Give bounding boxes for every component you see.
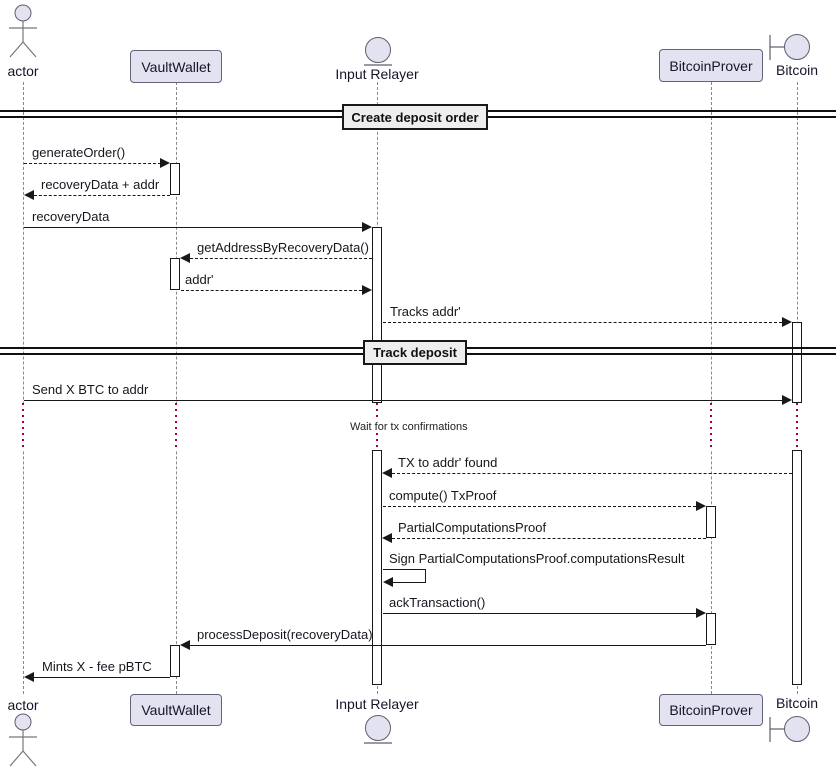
- entity-icon: [363, 36, 393, 67]
- participant-box-bitcoinprover: BitcoinProver: [659, 49, 763, 82]
- participant-label-bitcoinprover: BitcoinProver: [669, 57, 753, 74]
- message-arrow: [24, 163, 161, 164]
- message-arrow: [24, 400, 782, 401]
- activation-bar-vaultwallet: [170, 645, 180, 677]
- self-message-arrow: [425, 569, 426, 582]
- participant-label-bitcoinprover: BitcoinProver: [669, 702, 753, 718]
- self-message-arrow: [393, 582, 426, 583]
- entity-icon: [363, 714, 393, 745]
- arrowhead-icon: [782, 317, 792, 327]
- message-label: recoveryData + addr: [41, 177, 160, 192]
- boundary-icon: [768, 34, 811, 61]
- participant-box-vaultwallet: VaultWallet: [130, 694, 222, 726]
- message-label: Sign PartialComputationsProof.computatio…: [389, 551, 685, 566]
- arrowhead-icon: [362, 285, 372, 295]
- actor-icon: [5, 712, 41, 768]
- message-arrow: [383, 506, 696, 507]
- message-arrow: [383, 613, 696, 614]
- self-message-arrow: [383, 569, 426, 570]
- message-arrow: [383, 322, 782, 323]
- participant-label-input-relayer: Input Relayer: [335, 66, 419, 82]
- message-arrow: [34, 195, 170, 196]
- participant-label-input-relayer: Input Relayer: [335, 696, 419, 712]
- participant-label-actor: actor: [7, 697, 39, 713]
- message-label: Tracks addr': [390, 304, 461, 319]
- participant-label-bitcoin: Bitcoin: [775, 62, 819, 78]
- arrowhead-icon: [180, 640, 190, 650]
- divider-create-deposit-order: Create deposit order: [342, 104, 488, 130]
- message-label: ackTransaction(): [389, 595, 486, 610]
- lifeline-bitcoinprover: [711, 82, 712, 694]
- message-label: processDeposit(recoveryData): [197, 627, 373, 642]
- boundary-icon: [768, 716, 811, 743]
- activation-bar-bitcoinprover: [706, 506, 716, 538]
- participant-label-bitcoin: Bitcoin: [775, 695, 819, 711]
- arrowhead-icon: [362, 222, 372, 232]
- arrowhead-icon: [24, 672, 34, 682]
- message-arrow: [24, 227, 362, 228]
- arrowhead-icon: [696, 501, 706, 511]
- message-label: recoveryData: [32, 209, 110, 224]
- lifeline-vaultwallet: [176, 82, 177, 694]
- message-arrow: [181, 290, 362, 291]
- activation-bar-vaultwallet: [170, 163, 180, 195]
- participant-label-actor: actor: [7, 63, 39, 79]
- arrowhead-icon: [160, 158, 170, 168]
- participant-box-bitcoinprover: BitcoinProver: [659, 694, 763, 726]
- activation-bar-input-relayer: [372, 450, 382, 685]
- arrowhead-icon: [383, 577, 393, 587]
- message-arrow: [34, 677, 170, 678]
- activation-bar-bitcoin: [792, 450, 802, 685]
- message-label: TX to addr' found: [398, 455, 498, 470]
- message-label: addr': [185, 272, 214, 287]
- message-label: Mints X - fee pBTC: [42, 659, 152, 674]
- delay-dotted-line: [22, 403, 24, 450]
- arrowhead-icon: [696, 608, 706, 618]
- divider-label: Track deposit: [373, 345, 457, 360]
- delay-dotted-line: [175, 403, 177, 450]
- divider-label: Create deposit order: [351, 109, 479, 125]
- message-arrow: [190, 645, 706, 646]
- message-arrow: [392, 538, 706, 539]
- delay-note: Wait for tx confirmations: [347, 421, 471, 433]
- message-arrow: [190, 258, 372, 259]
- message-label: PartialComputationsProof: [398, 520, 547, 535]
- activation-bar-vaultwallet: [170, 258, 180, 290]
- actor-icon: [5, 3, 41, 59]
- message-label: Send X BTC to addr: [32, 382, 149, 397]
- message-label: compute() TxProof: [389, 488, 497, 503]
- arrowhead-icon: [382, 468, 392, 478]
- arrowhead-icon: [24, 190, 34, 200]
- delay-dotted-line: [796, 403, 798, 450]
- activation-bar-input-relayer: [372, 227, 382, 403]
- message-label: generateOrder(): [32, 145, 126, 160]
- delay-dotted-line: [710, 403, 712, 450]
- arrowhead-icon: [382, 533, 392, 543]
- divider-track-deposit: Track deposit: [363, 340, 467, 365]
- arrowhead-icon: [180, 253, 190, 263]
- message-arrow: [392, 473, 792, 474]
- participant-label-vaultwallet: VaultWallet: [141, 702, 211, 718]
- participant-box-vaultwallet: VaultWallet: [130, 50, 222, 83]
- lifeline-actor: [23, 82, 24, 694]
- activation-bar-bitcoinprover: [706, 613, 716, 645]
- participant-label-vaultwallet: VaultWallet: [141, 58, 211, 75]
- activation-bar-bitcoin: [792, 322, 802, 403]
- arrowhead-icon: [782, 395, 792, 405]
- message-label: getAddressByRecoveryData(): [197, 240, 369, 255]
